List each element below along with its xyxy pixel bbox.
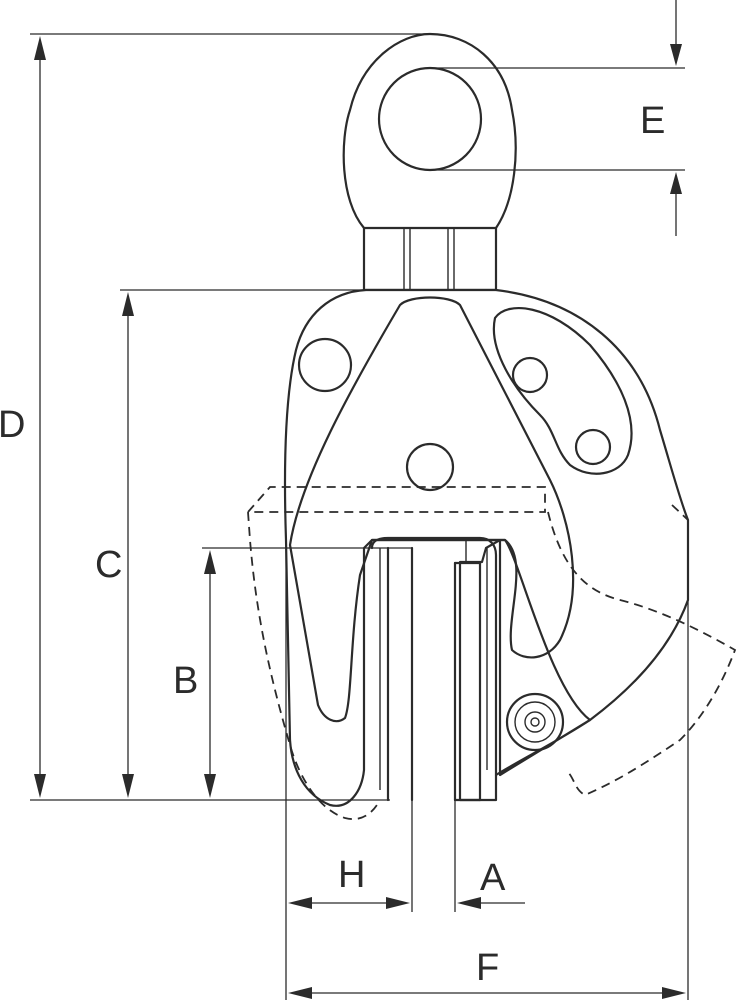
plate-jaw	[370, 536, 498, 802]
lifting-eye	[342, 32, 517, 292]
open-position-outline	[247, 486, 737, 820]
label-c: C	[95, 544, 122, 586]
label-e: E	[640, 100, 665, 142]
dimension-c: C	[95, 289, 366, 798]
label-a: A	[480, 857, 506, 899]
label-b: B	[173, 660, 198, 702]
clamp-body	[283, 288, 690, 807]
dimension-f: F	[288, 590, 689, 1000]
cam-plate	[288, 296, 575, 723]
dimension-e: E	[430, 0, 685, 236]
label-d: D	[0, 404, 25, 446]
locking-lever	[492, 307, 633, 475]
dimension-h: H	[285, 540, 413, 1000]
label-f: F	[476, 947, 499, 989]
label-h: H	[338, 854, 365, 896]
dimension-a: A	[454, 800, 525, 912]
dimension-d: D	[0, 33, 430, 801]
dimension-b: B	[173, 547, 412, 798]
